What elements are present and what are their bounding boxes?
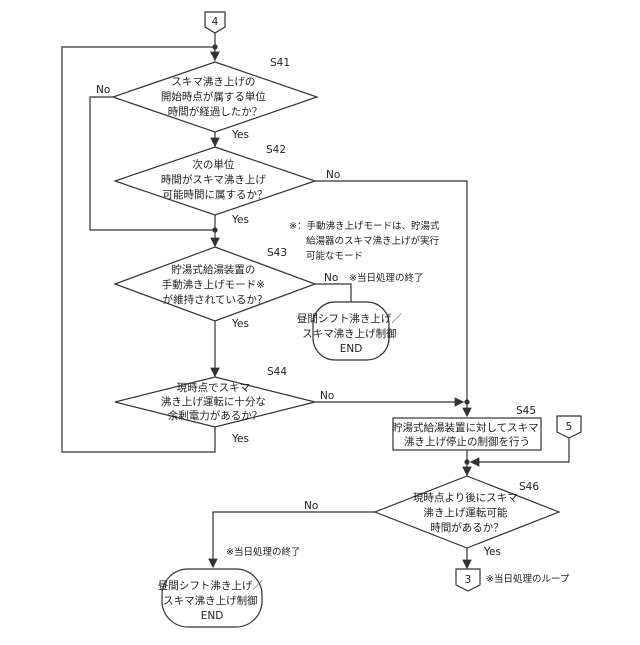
s43-no-label: No [324,272,338,284]
end-terminal-1: 昼間シフト沸き上げ／ スキマ沸き上げ制御 END [297,302,405,360]
loop-note: ※当日処理のループ [486,573,570,585]
connector-3: 3 [456,569,480,591]
s46-no-label: No [304,500,318,512]
s43-yes-label: Yes [231,318,249,330]
decision-s43: 貯湯式給湯装置の 手動沸き上げモード※ が維持されているか？ S43 [115,247,315,321]
end-day-note-1: ※当日処理の終了 [349,272,423,284]
step-id-s42: S42 [266,144,286,156]
step-id-s45: S45 [516,405,536,417]
decision-s43-text: 貯湯式給湯装置の 手動沸き上げモード※ が維持されているか？ [162,263,269,306]
end-day-note-2: ※当日処理の終了 [226,546,300,558]
decision-s44-text: 現時点でスキマ 沸き上げ運転に十分な 余剰電力があるか？ [161,382,269,422]
connector-3-label: 3 [465,574,472,586]
end-terminal-2: 昼間シフト沸き上げ／ スキマ沸き上げ制御 END [158,569,266,627]
s44-yes-label: Yes [231,433,249,445]
s43-no-line [315,284,351,302]
decision-s41-text: スキマ沸き上げの 開始時点が属する単位 時間が経過したか？ [161,75,269,118]
s41-yes-label: Yes [231,129,249,141]
step-id-s44: S44 [267,366,287,378]
end-terminal-1-text: 昼間シフト沸き上げ／ スキマ沸き上げ制御 END [297,312,405,355]
step-id-s43: S43 [267,247,287,259]
s46-no-line [213,512,375,567]
connector-5-label: 5 [566,421,573,433]
s41-no-label: No [96,84,110,96]
s46-yes-label: Yes [483,546,501,558]
connector-5: 5 [557,416,581,438]
step-id-s46: S46 [519,481,539,493]
junction-dot [464,399,469,404]
connector-4-label: 4 [212,16,219,28]
s42-yes-label: Yes [231,214,249,226]
connector-4: 4 [205,12,225,33]
s42-no-label: No [326,169,340,181]
decision-s46: 現時点より後にスキマ 沸き上げ運転可能 時間があるか？ S46 [375,476,559,548]
step-id-s41: S41 [270,57,290,69]
mode-note: ※：手動沸き上げモードは、貯湯式 給湯器のスキマ沸き上げが実行 可能なモード [289,220,443,262]
decision-s42: 次の単位 時間がスキマ沸き上げ 可能時間に属するか？ S42 [115,144,315,215]
s42-no-line [315,181,467,416]
decision-s41: スキマ沸き上げの 開始時点が属する単位 時間が経過したか？ S41 [113,57,317,132]
s44-no-label: No [320,390,334,402]
